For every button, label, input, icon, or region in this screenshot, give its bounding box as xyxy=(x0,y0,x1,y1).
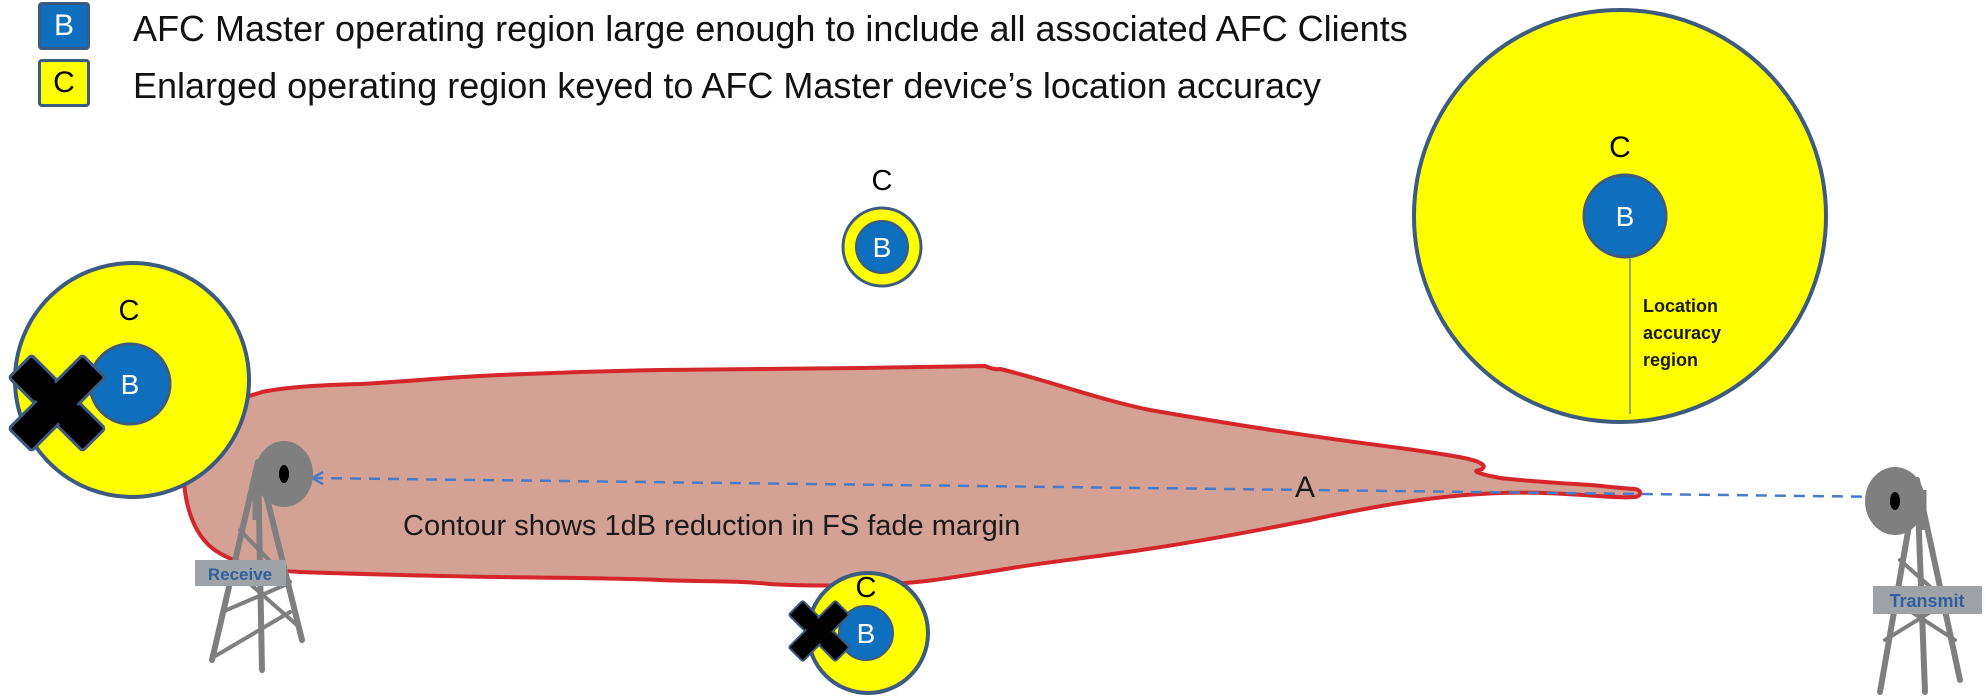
legend-text-b: AFC Master operating region large enough… xyxy=(133,8,1408,49)
region-c-label: C xyxy=(872,165,893,197)
x-mark-icon xyxy=(788,600,850,662)
region-c-label: C xyxy=(1609,131,1631,164)
device-region-left: C B xyxy=(8,261,251,499)
accuracy-label-line-2: accuracy xyxy=(1643,323,1721,343)
device-region-top-right: C B Location accuracy region xyxy=(1412,8,1828,424)
region-b-circle xyxy=(1582,173,1668,259)
region-b-label: B xyxy=(121,369,140,400)
device-region-bottom-center: B C xyxy=(788,571,930,695)
accuracy-label-line-1: Location xyxy=(1643,296,1718,316)
region-b-label: B xyxy=(1616,201,1635,232)
region-c-label: C xyxy=(119,295,140,327)
x-mark-icon xyxy=(8,354,106,452)
region-b-circle xyxy=(838,605,894,661)
point-a-label: A xyxy=(1295,471,1315,504)
fs-contour xyxy=(181,363,1643,588)
legend-key-c: C xyxy=(38,59,90,107)
region-c-label: C xyxy=(856,572,877,604)
legend-text-c: Enlarged operating region keyed to AFC M… xyxy=(133,65,1321,106)
legend-key-b: B xyxy=(38,2,90,50)
receive-tower: Receive xyxy=(195,441,313,673)
contour-label: Contour shows 1dB reduction in FS fade m… xyxy=(403,510,1020,542)
receive-label: Receive xyxy=(208,565,272,584)
transmit-tower: Transmit xyxy=(1865,467,1982,695)
region-b-label: B xyxy=(857,618,876,649)
region-b-label: B xyxy=(873,232,892,263)
region-b-circle xyxy=(855,220,909,274)
microwave-dish-icon xyxy=(1865,467,1927,535)
device-region-top-center: B C xyxy=(841,165,923,288)
accuracy-label-line-3: region xyxy=(1643,350,1698,370)
fs-link-line xyxy=(312,478,1891,499)
transmit-label: Transmit xyxy=(1889,591,1964,611)
microwave-dish-icon xyxy=(252,441,313,520)
